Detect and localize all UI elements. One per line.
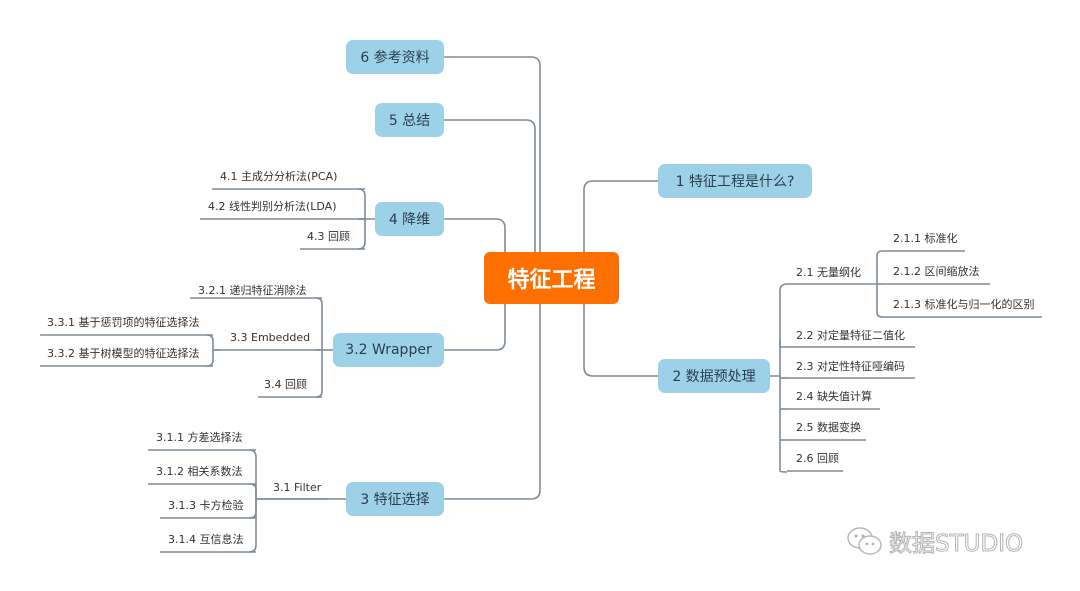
leaf-2-2[interactable]: 2.2 对定量特征二值化: [796, 329, 905, 342]
branch-node-3[interactable]: 3 特征选择: [346, 482, 444, 516]
connector-n31-n313: [248, 499, 257, 519]
connector-n31-n314: [248, 499, 257, 553]
connector-n33-n332: [206, 350, 214, 367]
leaf-4-1[interactable]: 4.1 主成分分析法(PCA): [220, 170, 338, 183]
connector-root-b4: [444, 218, 506, 252]
connector-root-b5: [444, 119, 536, 252]
connector-root-b6: [444, 56, 541, 252]
leaf-4-2[interactable]: 4.2 线性判别分析法(LDA): [208, 200, 337, 213]
watermark: 数据STUDIO: [845, 524, 1024, 558]
connector-b2-n22: [779, 340, 787, 348]
leaf-3-1-2[interactable]: 3.1.2 相关系数法: [156, 465, 243, 478]
leaf-2-5[interactable]: 2.5 数据变换: [796, 421, 861, 434]
leaf-2-6[interactable]: 2.6 回顾: [796, 452, 839, 465]
watermark-text: 数据STUDIO: [888, 531, 1024, 558]
leaf-3-1-3[interactable]: 3.1.3 卡方检验: [168, 499, 244, 512]
leaf-2-1[interactable]: 2.1 无量纲化: [796, 266, 861, 279]
branch-node-6[interactable]: 6 参考资料: [346, 40, 444, 74]
branch-node-5[interactable]: 5 总结: [375, 103, 444, 137]
leaf-2-1-1[interactable]: 2.1.1 标准化: [893, 232, 958, 245]
branch-node-4[interactable]: 4 降维: [375, 202, 444, 236]
branch-node-3-2[interactable]: 3.2 Wrapper: [333, 333, 444, 367]
branch-connectors: [206, 56, 883, 553]
leaf-2-4[interactable]: 2.4 缺失值计算: [796, 390, 872, 403]
branch-node-1[interactable]: 1 特征工程是什么?: [658, 164, 812, 198]
leaf-3-1-4[interactable]: 3.1.4 互信息法: [168, 533, 244, 546]
leaf-3-3-1[interactable]: 3.3.1 基于惩罚项的特征选择法: [47, 316, 200, 329]
connector-b2-n23-n26: [779, 376, 788, 473]
connector-n33-n321: [315, 297, 323, 350]
leaf-3-3-2[interactable]: 3.3.2 基于树模型的特征选择法: [47, 347, 200, 360]
leaf-3-3[interactable]: 3.3 Embedded: [230, 331, 311, 344]
connector-n31-n312: [248, 483, 257, 499]
leaf-3-1[interactable]: 3.1 Filter: [273, 481, 322, 494]
branch-node-2[interactable]: 2 数据预处理: [658, 359, 770, 393]
connector-root-b32: [444, 304, 506, 351]
wechat-icon: [847, 527, 882, 555]
connector-b4-n43: [357, 219, 366, 250]
leaf-3-1-1[interactable]: 3.1.1 方差选择法: [156, 431, 243, 444]
leaf-2-3[interactable]: 2.3 对定性特征哑编码: [796, 360, 905, 373]
connector-b4-leafs: [357, 188, 375, 220]
connector-root-b3: [444, 304, 541, 500]
leaf-underlines: [40, 188, 1042, 553]
connector-b2-n21: [770, 283, 788, 377]
root-node[interactable]: 特征工程: [484, 252, 619, 304]
connector-n33-n34: [315, 350, 323, 398]
leaf-3-2-1[interactable]: 3.2.1 递归特征消除法: [198, 284, 307, 297]
connector-root-b1: [583, 180, 658, 252]
connector-n33-leafs: [206, 334, 220, 351]
leaf-4-3[interactable]: 4.3 回顾: [307, 230, 350, 243]
connector-n21-n211: [863, 250, 883, 285]
leaf-3-4[interactable]: 3.4 回顾: [264, 378, 307, 391]
leaf-2-1-2[interactable]: 2.1.2 区间缩放法: [893, 265, 980, 278]
connector-n31-n311: [248, 449, 257, 499]
connector-n21-n213: [876, 284, 883, 318]
connector-root-b2: [583, 304, 658, 377]
leaf-2-1-3[interactable]: 2.1.3 标准化与归一化的区别: [893, 298, 1035, 311]
